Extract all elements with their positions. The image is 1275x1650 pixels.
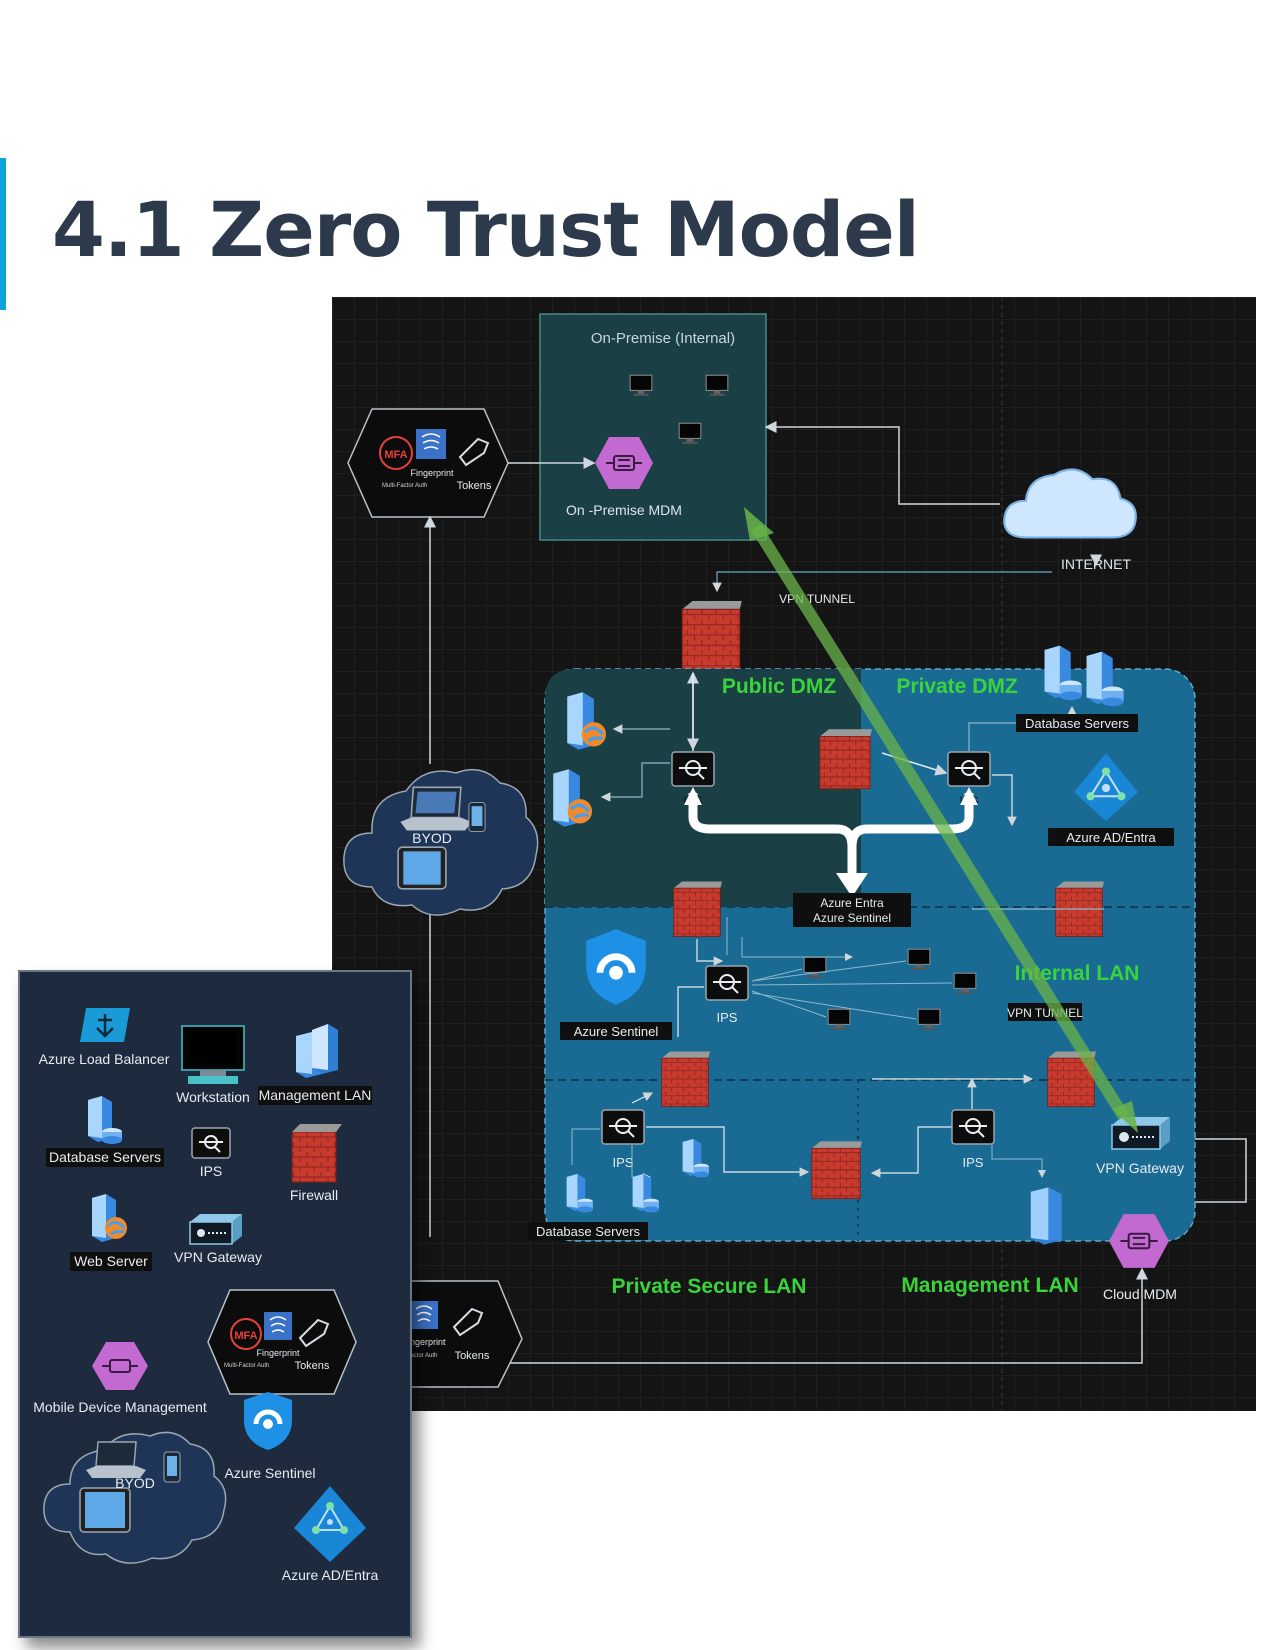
vpn-tunnel-label-top: VPN TUNNEL	[779, 592, 855, 606]
azure-sentinel-icon	[244, 1392, 292, 1450]
cloud-mdm-label: Cloud MDM	[1103, 1286, 1177, 1302]
internal-lan-label: Internal LAN	[1015, 962, 1140, 985]
firewall-icon	[661, 1051, 710, 1107]
laptop-icon	[95, 1441, 137, 1467]
azure-ad-label: Azure AD/Entra	[1066, 830, 1156, 845]
azure-ad-icon	[294, 1486, 366, 1562]
vpn-gateway-icon	[1111, 1116, 1171, 1150]
private-dmz-label: Private DMZ	[896, 675, 1018, 698]
database-servers-label: Database Servers	[536, 1224, 641, 1239]
ips-label: IPS	[963, 1155, 984, 1170]
tokens-icon	[458, 437, 490, 467]
vpn-gateway-icon	[189, 1214, 242, 1245]
database-servers-label: Database Servers	[1025, 716, 1130, 731]
firewall-icon	[681, 600, 742, 670]
ips-icon	[704, 965, 750, 1001]
phone-icon	[468, 802, 486, 832]
vpn-tunnel-arrow	[750, 523, 1130, 1121]
fingerprint-icon	[410, 1301, 438, 1329]
firewall-icon	[673, 881, 722, 937]
mfa-badge-top: MFA Fingerprint Multi-Factor Auth Tokens	[347, 408, 509, 518]
svg-text:Fingerprint: Fingerprint	[410, 468, 454, 478]
tablet-icon	[397, 846, 447, 890]
database-servers-label-bg	[528, 1222, 648, 1240]
firewall-icon	[811, 1140, 862, 1200]
management-server-icon	[1030, 1187, 1062, 1245]
legend-azure-sentinel: Azure Sentinel	[224, 1465, 315, 1481]
ips-label: IPS	[613, 1155, 634, 1170]
legend-azure-load-balancer: Azure Load Balancer	[39, 1051, 170, 1067]
database-servers-label-bg	[1016, 714, 1138, 732]
legend-management-lan: Management LAN	[259, 1087, 372, 1103]
legend-web-server: Web Server	[74, 1253, 148, 1269]
title-accent-bar	[0, 158, 6, 310]
svg-text:Multi-Factor Auth: Multi-Factor Auth	[224, 1363, 269, 1369]
mobile-device-management-icon	[92, 1342, 148, 1390]
legend-database-servers-bg	[46, 1148, 164, 1167]
byod-label: BYOD	[412, 830, 452, 846]
legend-azure-ad: Azure AD/Entra	[282, 1567, 379, 1583]
azure-entra-label: Azure Entra	[820, 896, 884, 910]
zero-trust-diagram: On-Premise (Internal) On -Premise MDM MF…	[332, 297, 1256, 1411]
legend-vpn-gateway: VPN Gateway	[174, 1249, 262, 1265]
legend-database-servers: Database Servers	[49, 1149, 161, 1165]
azure-sentinel-label: Azure Sentinel	[574, 1024, 659, 1039]
ips-icon	[946, 751, 992, 787]
azure-entra-label-bg	[793, 893, 911, 927]
workstation-icon	[181, 1025, 245, 1084]
ips-icon	[670, 751, 716, 787]
ips-icon	[950, 1109, 996, 1145]
legend-byod: BYOD	[115, 1475, 155, 1491]
firewall-icon	[291, 1124, 342, 1183]
firewall-icon	[819, 728, 872, 790]
azure-sentinel-label-bg	[560, 1022, 672, 1040]
legend-panel: Azure Load Balancer Workstation Manageme…	[18, 970, 412, 1638]
svg-text:Fingerprint: Fingerprint	[256, 1348, 300, 1358]
vpn-gateway-label: VPN Gateway	[1096, 1160, 1184, 1176]
svg-text:MFA: MFA	[384, 449, 407, 461]
svg-text:MFA: MFA	[234, 1330, 257, 1342]
legend-mobile-device-management: Mobile Device Management	[33, 1399, 207, 1415]
page-title: 4.1 Zero Trust Model	[52, 185, 920, 274]
ips-icon	[600, 1109, 646, 1145]
web-server-icon	[92, 1194, 127, 1242]
legend-firewall: Firewall	[290, 1187, 338, 1203]
azure-ad-label-bg	[1048, 828, 1174, 846]
management-lan-icon	[296, 1024, 338, 1078]
private-secure-lan-label: Private Secure LAN	[612, 1275, 807, 1298]
on-premise-title: On-Premise (Internal)	[591, 330, 735, 347]
ips-label: IPS	[717, 1010, 738, 1025]
svg-text:Fingerprint: Fingerprint	[402, 1337, 446, 1347]
svg-text:Tokens: Tokens	[455, 1350, 490, 1362]
legend-web-server-bg	[70, 1252, 152, 1271]
management-lan-label: Management LAN	[901, 1274, 1078, 1297]
legend-ips: IPS	[200, 1163, 223, 1179]
tokens-icon	[452, 1307, 484, 1337]
legend-workstation: Workstation	[176, 1089, 250, 1105]
database-servers-icon	[88, 1096, 122, 1144]
svg-text:Tokens: Tokens	[457, 480, 492, 492]
on-premise-mdm-label: On -Premise MDM	[566, 502, 682, 518]
azure-load-balancer-icon	[80, 1008, 130, 1042]
svg-text:Multi-Factor Auth: Multi-Factor Auth	[392, 1353, 437, 1359]
public-dmz-label: Public DMZ	[722, 675, 837, 698]
svg-text:Tokens: Tokens	[295, 1360, 330, 1372]
byod-cloud: BYOD	[343, 768, 539, 916]
ips-icon	[191, 1127, 231, 1159]
vpn-tunnel-label-bottom: VPN TUNNEL	[1007, 1006, 1083, 1020]
byod-icon: BYOD	[43, 1431, 227, 1564]
fingerprint-icon	[264, 1312, 292, 1340]
azure-sentinel-label-small: Azure Sentinel	[813, 911, 891, 925]
legend-graphics: Azure Load Balancer Workstation Manageme…	[33, 1008, 379, 1583]
svg-text:Multi-Factor Auth: Multi-Factor Auth	[382, 483, 427, 489]
legend-management-lan-bg	[258, 1086, 372, 1105]
tokens-icon	[298, 1318, 330, 1348]
mfa-badge-icon: MFA Fingerprint Multi-Factor Auth Tokens	[207, 1289, 357, 1395]
mfa-icon	[230, 1318, 262, 1350]
mfa-icon	[379, 436, 413, 470]
